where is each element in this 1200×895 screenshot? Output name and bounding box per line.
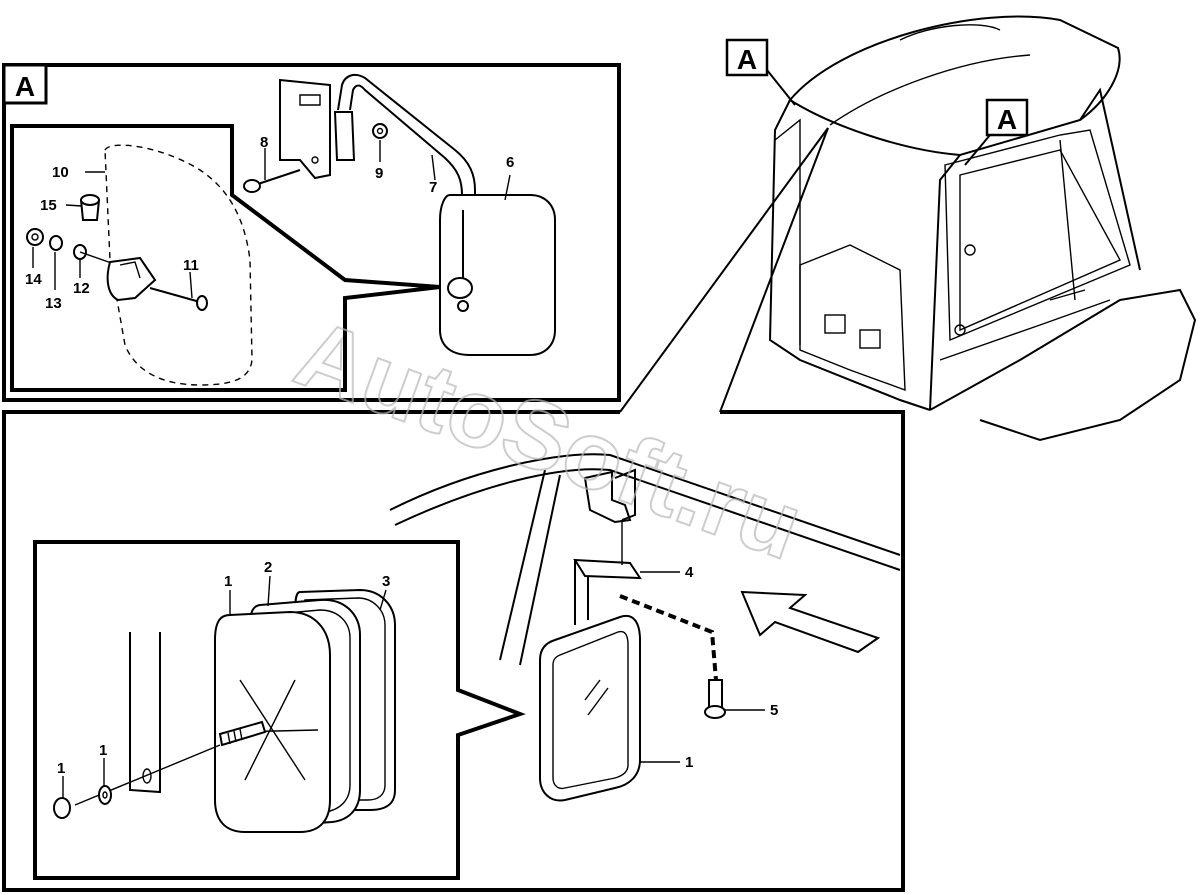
washer-13 [49, 235, 63, 251]
washer-12 [73, 244, 121, 267]
cab-overview [768, 15, 1197, 442]
label-1-main: 1 [685, 754, 693, 771]
label-2: 2 [264, 559, 272, 576]
mirror-back-outline [104, 144, 253, 386]
label-10: 10 [52, 164, 69, 181]
section-a-label-box [2, 63, 48, 105]
bolt-8 [243, 169, 301, 193]
stud [218, 720, 267, 747]
label-1-inset-housing: 1 [224, 573, 232, 590]
callout-line-left [619, 127, 829, 413]
bolt-5 [704, 679, 726, 719]
inset-frame [33, 540, 526, 880]
screw-11 [149, 287, 208, 311]
svg-text:A: A [737, 44, 757, 75]
label-6: 6 [506, 154, 514, 171]
mirror-bracket [279, 78, 356, 180]
section-callout-a-1: A [725, 38, 796, 106]
label-8: 8 [260, 134, 268, 151]
label-1-inset-washer: 1 [99, 742, 107, 759]
callout-line-right [719, 127, 829, 413]
label-9: 9 [375, 165, 383, 182]
nut-9 [372, 123, 388, 139]
section-a-label: A [15, 71, 35, 102]
section-callout-a-2: A [964, 98, 1029, 166]
label-11: 11 [183, 257, 199, 274]
label-5: 5 [770, 702, 778, 719]
washer-1 [98, 785, 112, 805]
nut-1 [53, 797, 71, 819]
label-15: 15 [40, 197, 57, 214]
label-7: 7 [429, 179, 437, 196]
mirror-6 [439, 194, 556, 356]
direction-arrow [740, 590, 881, 654]
bolt-path [619, 594, 718, 681]
mirror-housing-1 [214, 610, 331, 833]
nut-14 [26, 228, 44, 246]
main-frame [2, 410, 905, 892]
svg-text:A: A [997, 104, 1017, 135]
mirror-1-main [539, 614, 641, 802]
label-14: 14 [25, 271, 42, 288]
label-4: 4 [685, 564, 694, 581]
label-13: 13 [45, 295, 62, 312]
label-12: 12 [73, 280, 90, 297]
bracket-4 [573, 468, 642, 625]
bushing-15 [80, 194, 100, 221]
label-1-inset-nut: 1 [57, 760, 65, 777]
detail-a-frame [2, 63, 621, 402]
mounting-plate [74, 632, 221, 806]
label-3: 3 [382, 573, 390, 590]
clamp [106, 256, 157, 302]
mirror-arm-7 [337, 73, 476, 210]
